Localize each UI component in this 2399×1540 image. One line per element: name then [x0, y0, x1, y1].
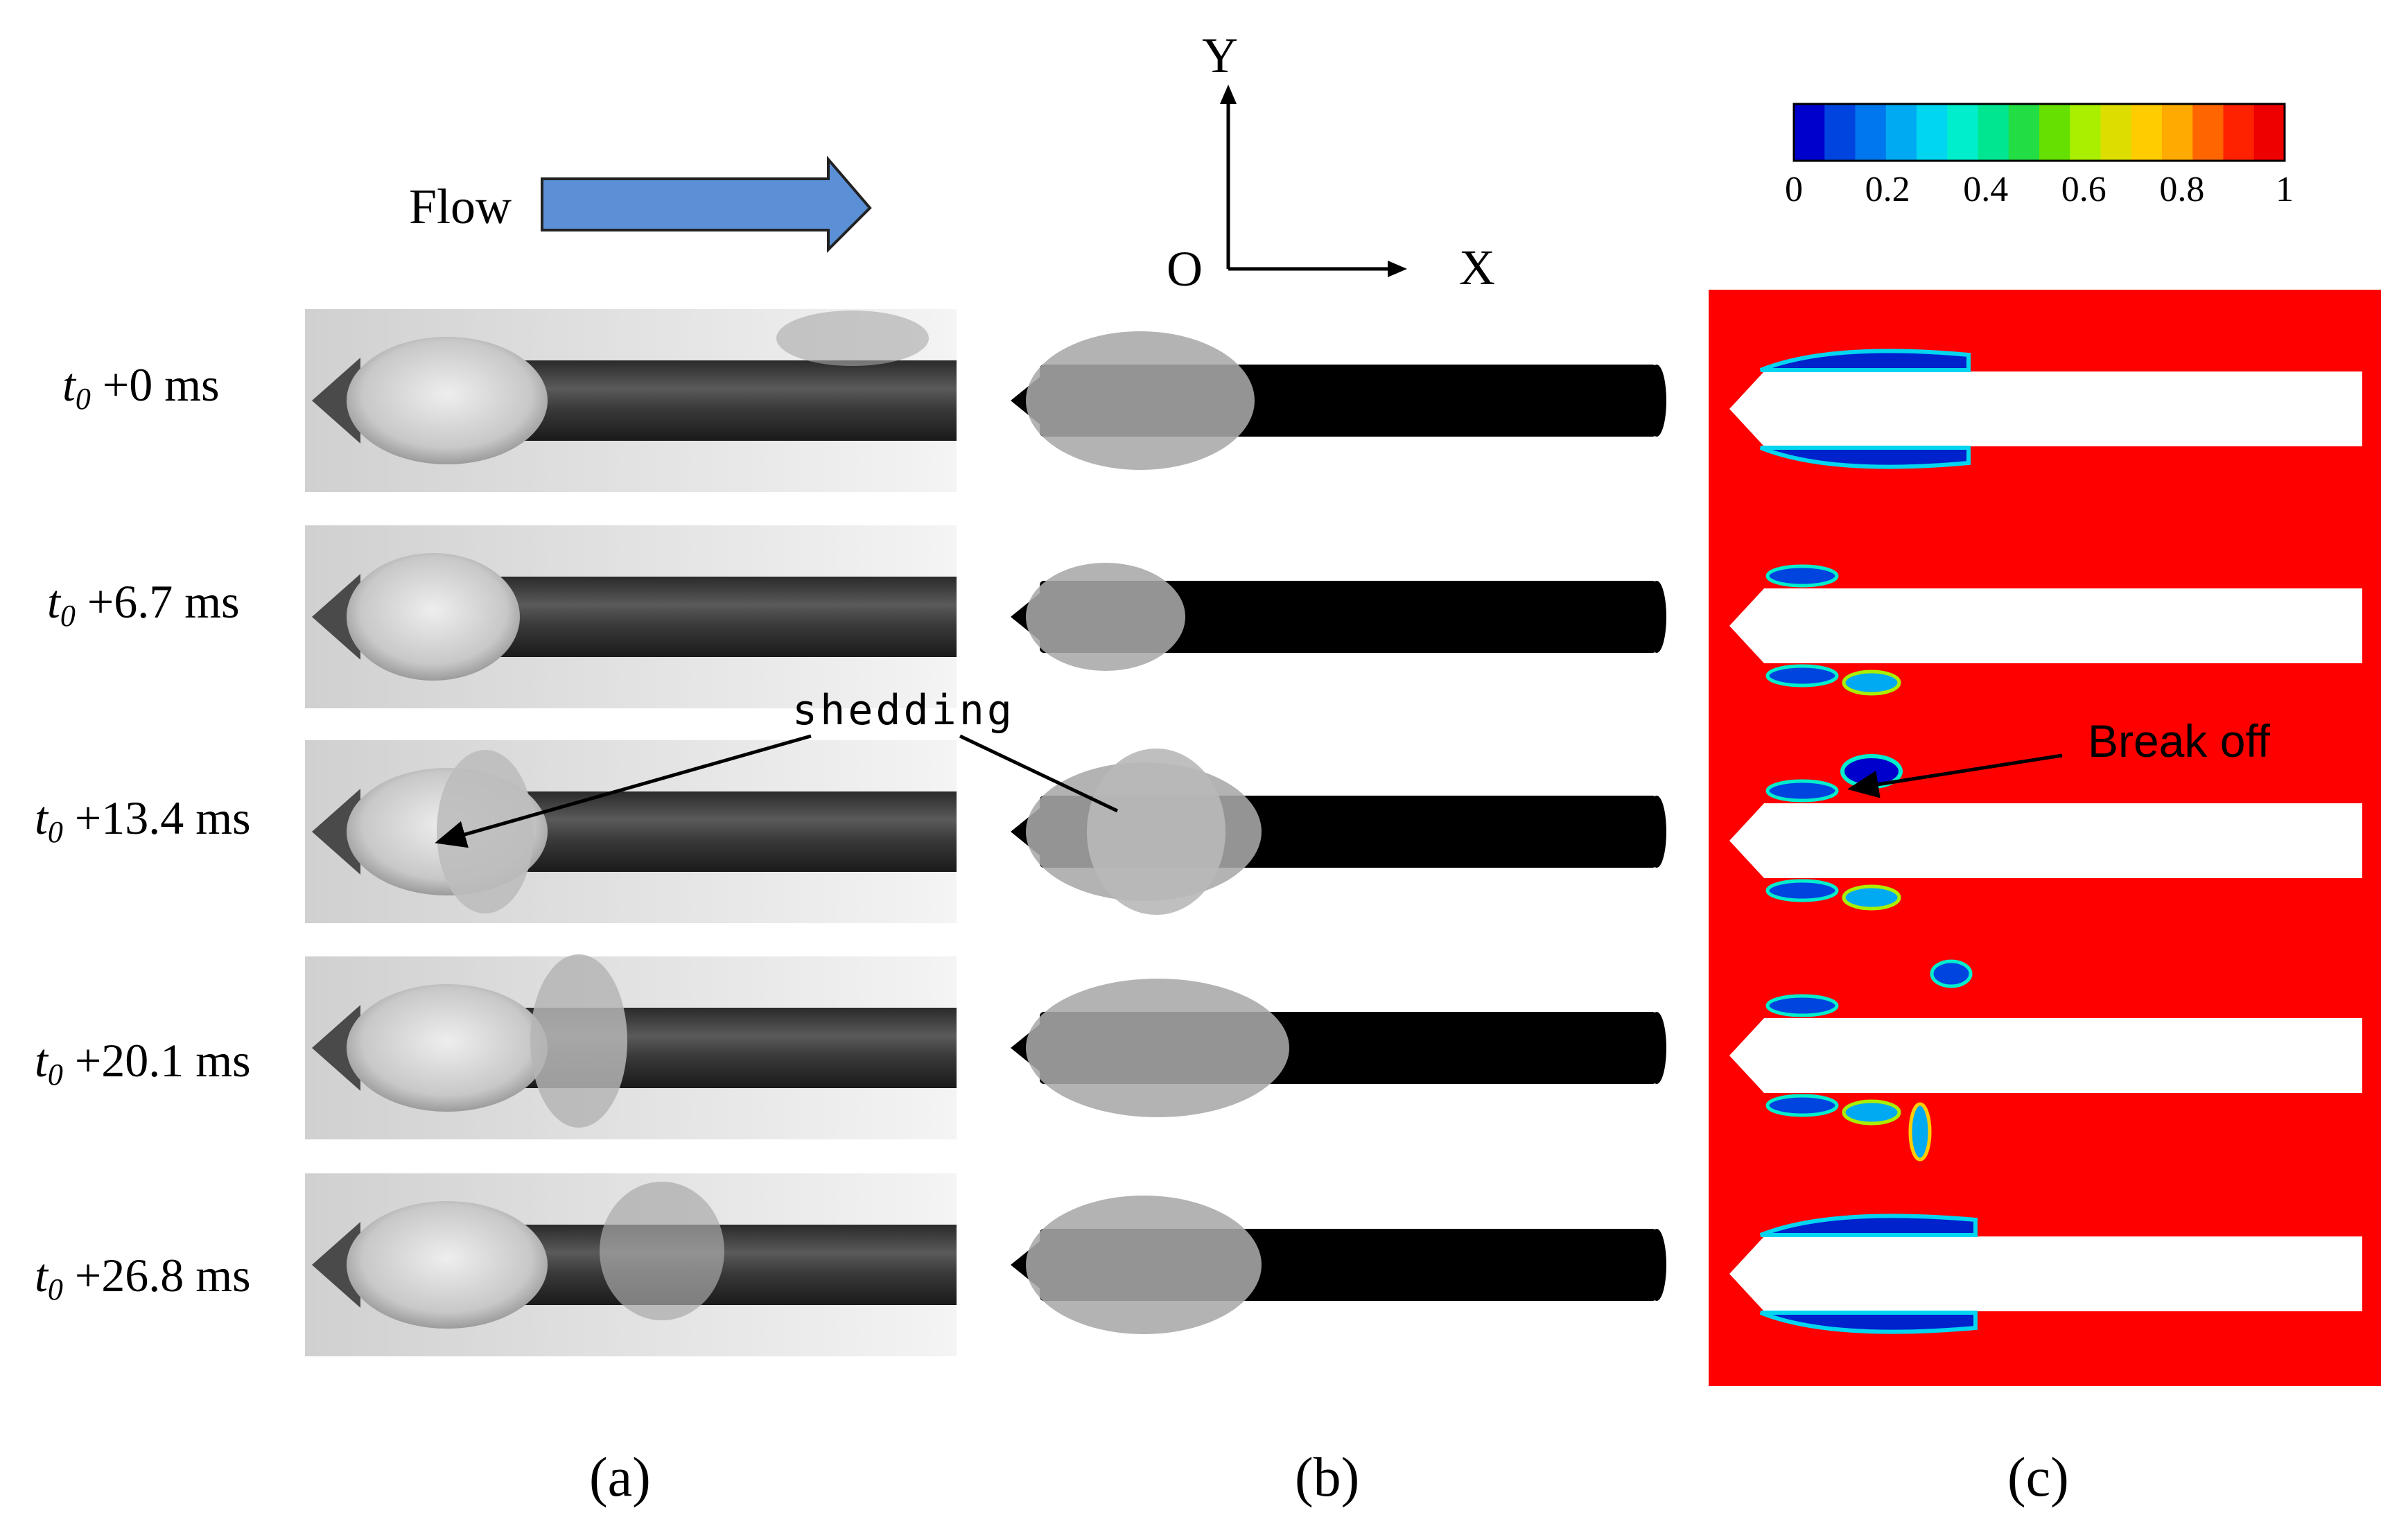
colorbar-segment [2070, 104, 2102, 161]
isosurface [1026, 979, 1289, 1117]
vapor-region [1759, 349, 1971, 372]
isosurface [1026, 331, 1255, 470]
vapor-region [1765, 1094, 1839, 1117]
break-off-annotation: Break off [2088, 715, 2270, 767]
coordinate-axes [1220, 85, 1407, 277]
panel-label-c: (c) [2007, 1447, 2069, 1508]
panel-label-b: (b) [1295, 1447, 1360, 1508]
colorbar-segment [1917, 104, 1948, 161]
colorbar-tick-label: 0 [1785, 170, 1803, 209]
colorbar-segment [1794, 104, 1826, 161]
projectile-silhouette [1729, 371, 2362, 446]
vapor-region [1842, 670, 1901, 696]
vapor-region [1765, 994, 1839, 1017]
cavity [347, 1201, 548, 1329]
shed-cloud [776, 310, 929, 366]
nose-cone [312, 358, 360, 444]
shed-cloud [600, 1182, 724, 1320]
rod [478, 577, 957, 657]
cavity [347, 553, 520, 681]
vapor-region [1842, 884, 1901, 911]
vapor-region [1759, 1311, 1978, 1334]
colorbar-tick-label: 0.6 [2061, 170, 2106, 209]
panel-a-photos [305, 309, 957, 1356]
x-axis-label: X [1459, 240, 1495, 295]
nose-cone [312, 574, 360, 660]
colorbar-tick-label: 0.8 [2159, 170, 2205, 209]
y-axis-label: Y [1202, 28, 1238, 83]
row-time-label: t0 +13.4 ms [35, 791, 251, 849]
panel-b-isosurfaces [1011, 331, 1666, 1334]
projectile-silhouette [1729, 1018, 2362, 1093]
origin-label: O [1167, 241, 1203, 297]
colorbar-segment [1885, 104, 1917, 161]
projectile-silhouette [1729, 1236, 2362, 1311]
colorbar-segment [2192, 104, 2224, 161]
vapor-region [1930, 959, 1973, 988]
colorbar-tick-label: 0.4 [1963, 170, 2009, 209]
colorbar-tick-label: 1 [2276, 170, 2294, 209]
rod [478, 360, 957, 441]
shed-cloud [437, 750, 534, 913]
vapor-region [1765, 879, 1839, 902]
isosurface [1087, 749, 1225, 915]
colorbar-segment [2223, 104, 2255, 161]
isosurface [1026, 1196, 1262, 1334]
row-time-label: t0 +26.8 ms [35, 1249, 251, 1306]
shedding-arrows [435, 734, 1119, 848]
colorbar [1792, 103, 2286, 162]
flow-arrow [541, 155, 872, 253]
rod [478, 791, 957, 872]
cavity [347, 984, 548, 1112]
vapor-region [1765, 779, 1839, 803]
colorbar-segment [1824, 104, 1856, 161]
projectile-silhouette [1729, 588, 2362, 663]
colorbar-segment [2008, 104, 2040, 161]
colorbar-segment [2253, 104, 2285, 161]
colorbar-segment [2039, 104, 2071, 161]
nose-cone [312, 1005, 360, 1091]
colorbar-segment [2131, 104, 2163, 161]
colorbar-segment [1855, 104, 1887, 161]
vapor-region [1908, 1102, 1932, 1162]
row-time-label: t0 +20.1 ms [35, 1034, 251, 1092]
vapor-region [1842, 1099, 1901, 1126]
vapor-region [1765, 564, 1839, 588]
vapor-region [1759, 1214, 1978, 1237]
break-off-arrow [1847, 753, 2063, 798]
colorbar-tick-label: 0.2 [1865, 170, 1910, 209]
isosurface [1026, 563, 1185, 671]
vapor-region [1765, 664, 1839, 688]
vapor-region [1759, 446, 1971, 469]
nose-cone [312, 1222, 360, 1308]
colorbar-segment [2162, 104, 2194, 161]
nose-cone [312, 789, 360, 875]
cavity [347, 337, 548, 464]
colorbar-segment [1978, 104, 2009, 161]
colorbar-segment [2100, 104, 2132, 161]
shedding-annotation: shedding [792, 686, 1015, 735]
sim-rod [1040, 581, 1657, 653]
shed-cloud [530, 954, 627, 1128]
projectile-silhouette [1729, 803, 2362, 878]
row-time-label: t0 +6.7 ms [47, 575, 240, 633]
colorbar-segment [1947, 104, 1979, 161]
flow-label: Flow [409, 179, 512, 234]
panel-c-contours [1709, 290, 2381, 1386]
row-time-label: t0 +0 ms [62, 358, 220, 416]
panel-label-a: (a) [589, 1447, 651, 1508]
